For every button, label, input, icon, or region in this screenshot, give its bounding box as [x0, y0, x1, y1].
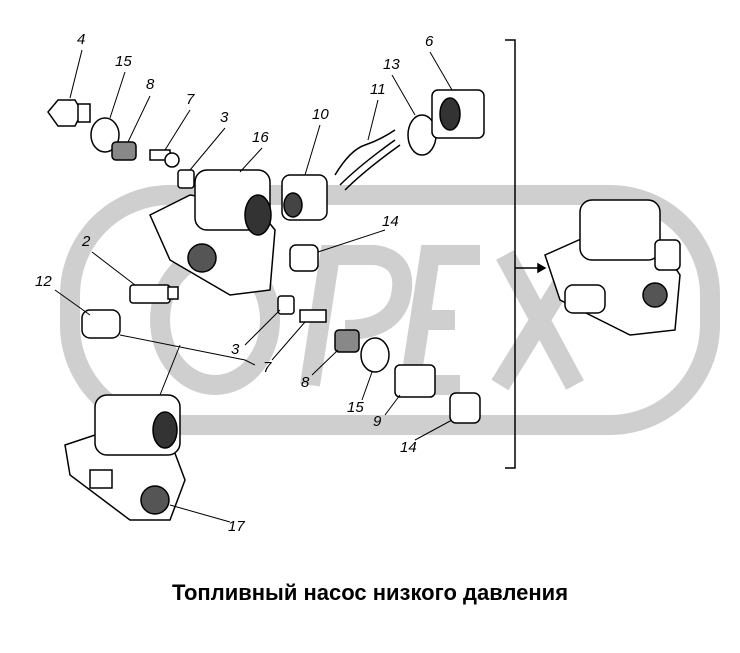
part-9-fitting: [394, 364, 436, 398]
part-3-seat-lower: [277, 295, 295, 315]
part-15-washer: [90, 117, 120, 153]
part-16-pump-body: [149, 169, 276, 296]
part-4-plug: [47, 99, 91, 127]
callout-4: 4: [77, 31, 86, 48]
callout-14: 14: [382, 213, 399, 230]
callout-3-lower: 3: [231, 341, 240, 358]
part-15-washer-lower: [360, 337, 390, 373]
callout-9: 9: [373, 413, 382, 430]
callout-8-lower: 8: [301, 374, 310, 391]
callout-17: 17: [228, 518, 245, 535]
callout-6: 6: [425, 33, 434, 50]
callout-15-lower: 15: [347, 399, 364, 416]
callout-11: 11: [370, 81, 386, 98]
part-8-spring-lower: [334, 329, 360, 353]
part-2-fitting: [129, 284, 179, 304]
part-7-valve-lower: [299, 309, 327, 323]
callout-16: 16: [252, 129, 269, 146]
part-11-spring: [334, 129, 401, 191]
assembled-pump: [544, 199, 681, 336]
leader-lines: [54, 49, 453, 523]
part-8-spring: [111, 141, 137, 161]
callout-14-lower: 14: [400, 439, 417, 456]
part-14-plug-upper: [289, 244, 319, 272]
callout-15: 15: [115, 53, 132, 70]
callout-8: 8: [146, 76, 155, 93]
assembly-bracket: [505, 39, 516, 469]
diagram-title: Топливный насос низкого давления: [171, 580, 569, 605]
part-10-sleeve: [281, 174, 328, 221]
callout-7-lower: 7: [263, 359, 272, 376]
part-7-valve: [149, 149, 180, 168]
part-3-seat: [177, 169, 195, 189]
part-14-plug-lower: [449, 392, 481, 424]
callout-12: 12: [35, 273, 52, 290]
callout-7: 7: [186, 91, 195, 108]
part-6-plug: [431, 89, 485, 139]
callout-13: 13: [383, 56, 400, 73]
callout-10: 10: [312, 106, 329, 123]
callout-3: 3: [220, 109, 229, 126]
part-17-pump-assembly: [64, 394, 186, 521]
callout-2: 2: [82, 233, 91, 250]
part-12-cap: [81, 309, 121, 339]
